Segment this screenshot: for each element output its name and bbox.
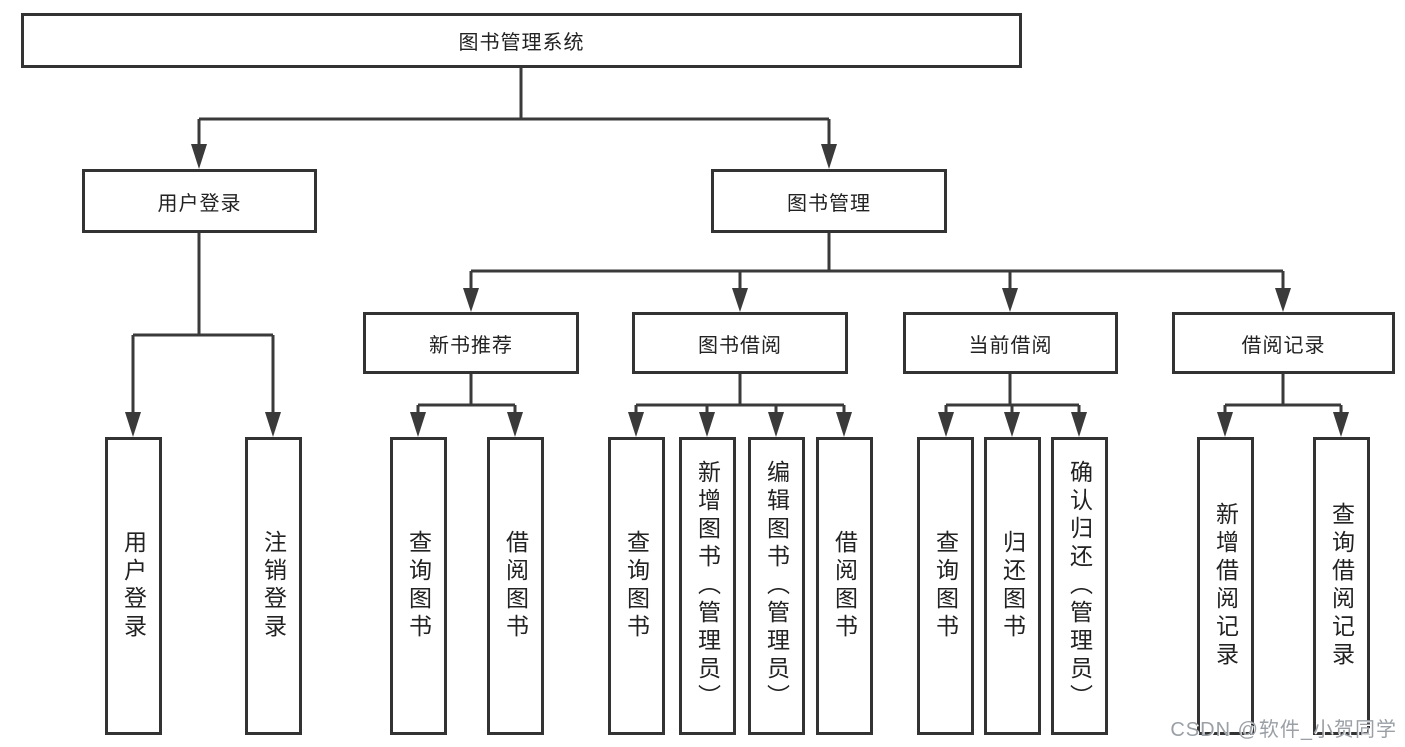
node-book-management: 图书管理 — [711, 169, 947, 233]
arrowhead-icon — [628, 412, 644, 437]
leaf-label: 查询图书 — [932, 530, 959, 642]
arrowhead-icon — [732, 288, 748, 312]
leaf-add-books-admin: 新增图书（管理员） — [679, 437, 736, 735]
leaf-label: 用户登录 — [120, 530, 147, 642]
leaf-label: 借阅图书 — [831, 530, 858, 642]
leaf-label: 查询图书 — [623, 530, 650, 642]
arrowhead-icon — [1004, 412, 1020, 437]
leaf-query-books-borrowing: 查询图书 — [608, 437, 665, 735]
arrowhead-icon — [191, 144, 207, 169]
connector-user-login-children — [125, 233, 281, 437]
leaf-borrow-books-borrowing: 借阅图书 — [816, 437, 873, 735]
leaf-add-borrow-record: 新增借阅记录 — [1197, 437, 1254, 735]
leaf-edit-books-admin: 编辑图书（管理员） — [748, 437, 805, 735]
node-borrowing-records: 借阅记录 — [1172, 312, 1395, 374]
leaf-query-borrow-record: 查询借阅记录 — [1313, 437, 1370, 735]
leaf-label: 归还图书 — [999, 530, 1026, 642]
arrowhead-icon — [768, 412, 784, 437]
leaf-label: 查询图书 — [405, 530, 432, 642]
node-book-borrowing: 图书借阅 — [632, 312, 848, 374]
arrowhead-icon — [265, 412, 281, 437]
leaf-query-books-current: 查询图书 — [917, 437, 974, 735]
arrowhead-icon — [699, 412, 715, 437]
arrowhead-icon — [507, 412, 523, 437]
arrowhead-icon — [1333, 412, 1349, 437]
leaf-label: 新增图书（管理员） — [694, 460, 721, 712]
arrowhead-icon — [836, 412, 852, 437]
leaf-user-login: 用户登录 — [105, 437, 162, 735]
node-library-management-system: 图书管理系统 — [21, 13, 1022, 68]
arrowhead-icon — [1071, 412, 1087, 437]
arrowhead-icon — [1275, 288, 1291, 312]
arrowhead-icon — [938, 412, 954, 437]
connector-borrowing-records-children — [1217, 374, 1349, 437]
leaf-label: 确认归还（管理员） — [1066, 460, 1093, 712]
leaf-label: 注销登录 — [260, 530, 287, 642]
leaf-label: 新增借阅记录 — [1212, 502, 1239, 670]
node-new-book-recommendation: 新书推荐 — [363, 312, 579, 374]
node-user-login: 用户登录 — [82, 169, 317, 233]
csdn-watermark: CSDN @软件_小贺同学 — [1170, 719, 1397, 741]
arrowhead-icon — [463, 288, 479, 312]
leaf-confirm-return-admin: 确认归还（管理员） — [1051, 437, 1108, 735]
connector-book-borrowing-children — [628, 374, 852, 437]
leaf-borrow-books-recommend: 借阅图书 — [487, 437, 544, 735]
leaf-logout: 注销登录 — [245, 437, 302, 735]
leaf-label: 编辑图书（管理员） — [763, 460, 790, 712]
leaf-label: 借阅图书 — [502, 530, 529, 642]
connector-current-borrowing-children — [938, 374, 1087, 437]
connector-new-book-recommendation-children — [410, 374, 523, 437]
leaf-return-books: 归还图书 — [984, 437, 1041, 735]
arrowhead-icon — [125, 412, 141, 437]
connector-book-management-children — [463, 233, 1291, 312]
leaf-label: 查询借阅记录 — [1328, 502, 1355, 670]
arrowhead-icon — [821, 144, 837, 169]
node-current-borrowing: 当前借阅 — [903, 312, 1118, 374]
connector-root-to-level2 — [191, 68, 837, 169]
arrowhead-icon — [1217, 412, 1233, 437]
arrowhead-icon — [410, 412, 426, 437]
leaf-query-books-recommend: 查询图书 — [390, 437, 447, 735]
arrowhead-icon — [1002, 288, 1018, 312]
